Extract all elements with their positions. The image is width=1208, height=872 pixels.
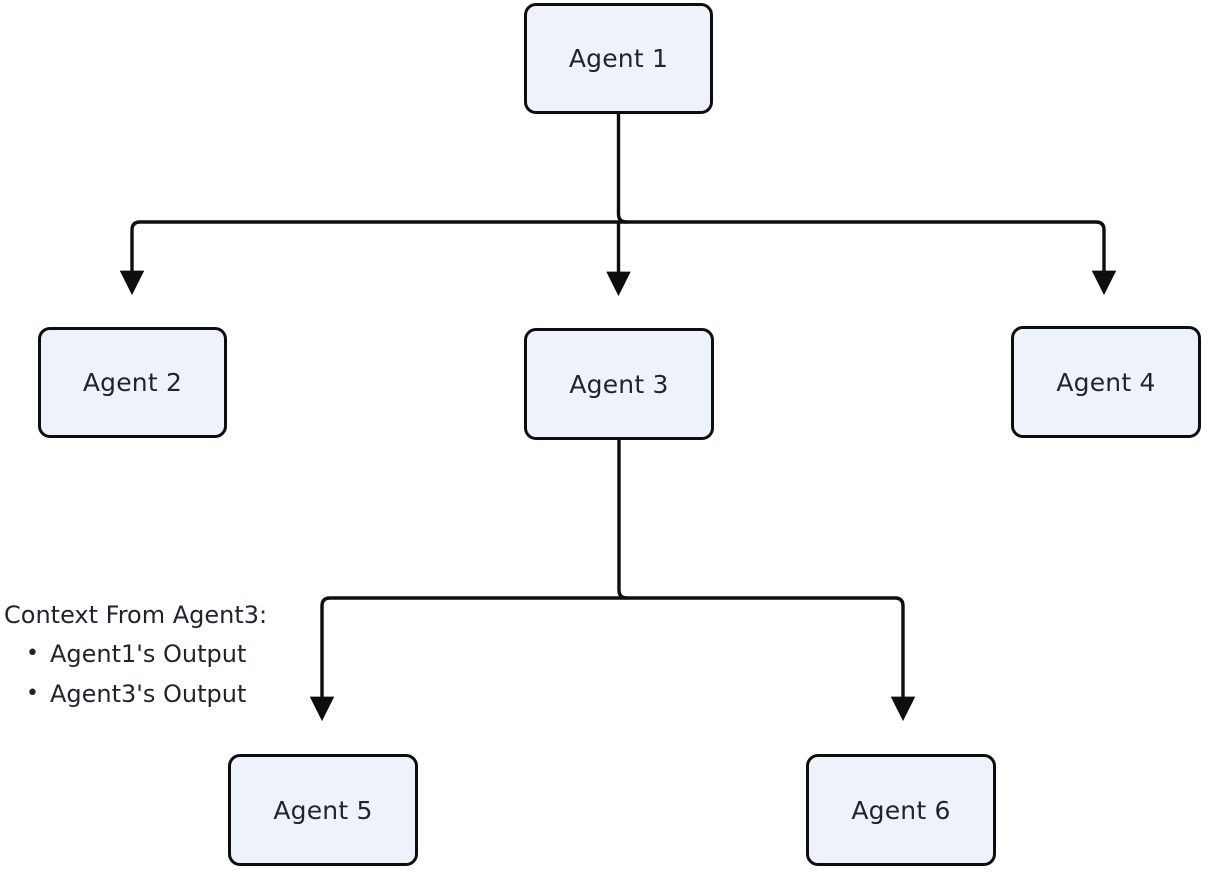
edge-agent1-trunk xyxy=(616,114,627,224)
node-agent4-label: Agent 4 xyxy=(1056,367,1156,397)
context-annotation-item: Agent3's Output xyxy=(4,674,334,714)
edge-agent3-trunk xyxy=(617,440,628,600)
context-annotation-title: Context From Agent3: xyxy=(4,601,268,629)
edge-branch-bar-bottom-right xyxy=(619,596,916,722)
node-agent2-label: Agent 2 xyxy=(82,368,183,397)
edge-branch-bar-top-right xyxy=(618,220,1117,296)
context-annotation-item: Agent1's Output xyxy=(4,634,334,674)
node-agent1[interactable]: Agent 1 xyxy=(524,3,713,114)
node-agent6-label: Agent 6 xyxy=(851,795,951,825)
node-agent6[interactable]: Agent 6 xyxy=(806,754,996,866)
node-agent5[interactable]: Agent 5 xyxy=(228,754,418,866)
node-agent5-label: Agent 5 xyxy=(273,795,373,825)
context-annotation: Context From Agent3: Agent1's Output Age… xyxy=(4,600,334,714)
edge-branch-bar-top-left xyxy=(119,220,619,296)
edge-branch-bar-bottom-left xyxy=(309,596,619,722)
node-agent3[interactable]: Agent 3 xyxy=(524,328,714,440)
node-agent4[interactable]: Agent 4 xyxy=(1011,326,1201,438)
context-annotation-list: Agent1's Output Agent3's Output xyxy=(4,634,334,714)
node-agent3-label: Agent 3 xyxy=(569,369,669,399)
node-agent1-label: Agent 1 xyxy=(568,44,669,73)
node-agent2[interactable]: Agent 2 xyxy=(38,327,227,438)
